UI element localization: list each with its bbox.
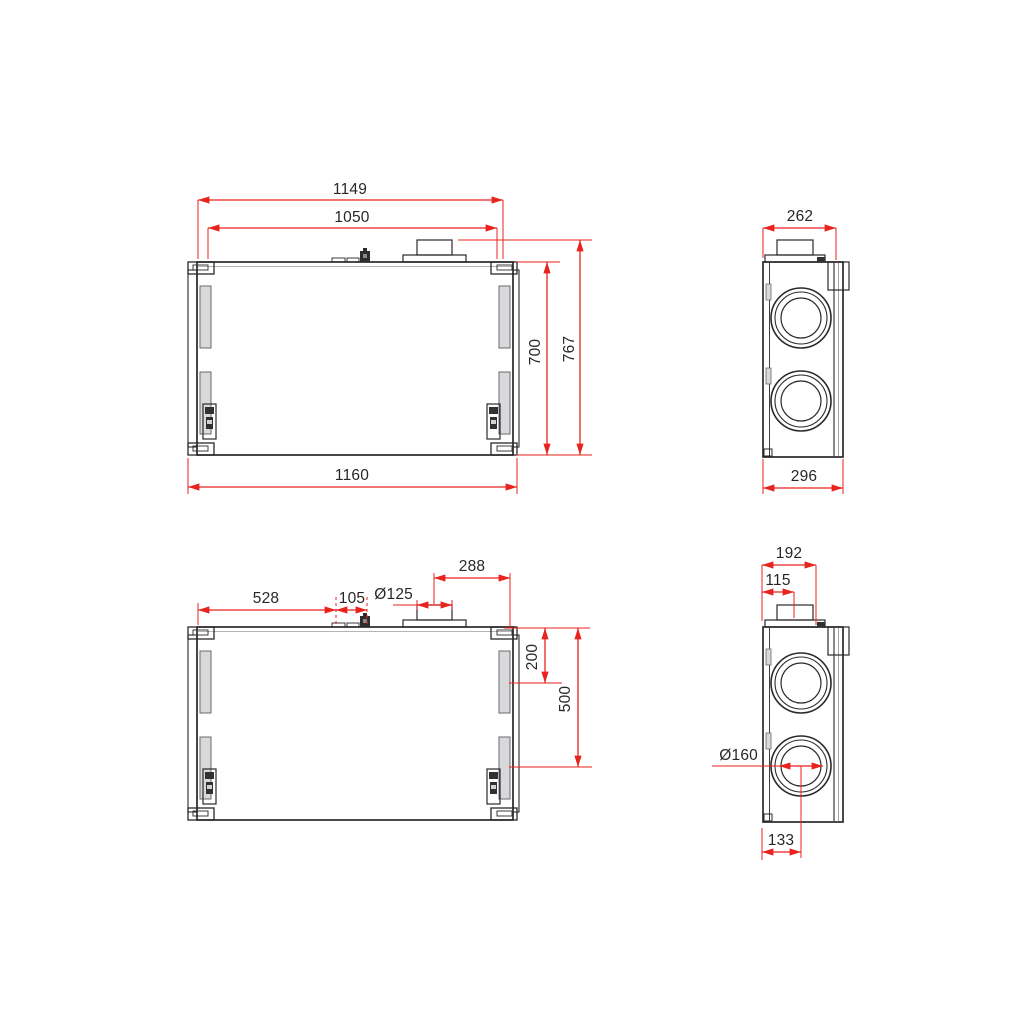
dim-port-diameter: Ø160 [712,747,824,770]
dim-duct-to-edge: 288 [433,558,511,628]
dim-lower-port-offset: 500 [509,627,592,768]
dim-label-left-offset: 528 [253,590,279,607]
dim-label-duct-to-edge: 288 [459,558,485,575]
dim-label-duct-center-offset: 115 [765,572,790,589]
dim-left-offset: 528 [197,590,337,626]
dim-duct-center-offset: 115 [761,572,795,618]
dim-label-top-depth: 192 [776,545,802,562]
dim-inner-width: 1050 [207,209,498,259]
dim-side-top-width: 262 [762,208,837,260]
dim-label-side-top-width: 262 [787,208,813,225]
dim-label-base-width: 1160 [335,467,369,484]
dim-label-upper-port-offset: 200 [524,644,541,671]
dim-overall-width: 1149 [197,181,504,259]
dim-port-center-offset: 133 [761,766,802,860]
dim-label-body-height: 700 [527,339,544,366]
dim-duct-diameter: Ø125 [374,586,453,610]
dim-label-mid-offset: 105 [339,590,365,607]
dim-top-depth: 192 [761,545,817,625]
dim-base-width: 1160 [187,458,518,494]
dim-label-duct-diameter: Ø125 [374,586,413,603]
dim-label-overall-width: 1149 [333,181,367,198]
dim-body-height: 700 [516,261,560,456]
dim-total-height: 767 [458,239,592,456]
dim-label-side-base-width: 296 [791,468,817,485]
dim-label-inner-width: 1050 [334,209,369,226]
dim-label-port-diameter: Ø160 [719,747,758,764]
dim-label-port-center-offset: 133 [768,832,794,849]
dim-label-lower-port-offset: 500 [557,686,574,713]
dim-label-total-height: 767 [561,336,578,362]
dim-mid-offset: 105 [335,590,368,626]
dim-side-base-width: 296 [762,459,844,494]
